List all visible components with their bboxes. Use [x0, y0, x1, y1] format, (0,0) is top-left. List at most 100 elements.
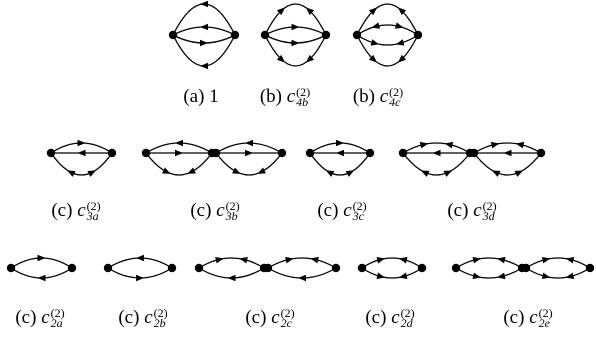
vertex-dot	[321, 30, 331, 40]
vertex-dot	[469, 148, 479, 158]
caption-tag: (c)	[365, 307, 387, 329]
arrow-icon	[345, 167, 356, 177]
caption-tag: (c)	[15, 307, 37, 329]
caption-tag: (c)	[503, 307, 525, 329]
arrow-icon	[255, 167, 266, 177]
propagator-line	[356, 3, 419, 36]
caption-c-2e: (c) c(2)2e	[503, 306, 553, 331]
arrow-icon	[227, 274, 236, 282]
diagram-c-2d	[357, 255, 427, 281]
propagator-line	[50, 152, 113, 176]
diagram-c-2c-left	[194, 255, 269, 282]
diagram-b-4b	[260, 3, 331, 67]
caption-subscript: 4b	[296, 95, 309, 110]
caption-c-2a: (c) c(2)2a	[15, 307, 65, 331]
vertex-dot	[398, 148, 408, 158]
caption-c-2b: (c) c(2)2b	[118, 306, 168, 329]
arrow-icon	[291, 23, 300, 31]
caption-superscript: (2)	[538, 306, 553, 320]
arrow-icon	[503, 149, 512, 157]
vertex-dot	[277, 148, 287, 158]
vertex-dot	[417, 263, 427, 273]
caption-indices: (2)3a	[86, 199, 101, 222]
vertex-dot	[107, 148, 117, 158]
caption-superscript: (2)	[86, 199, 101, 213]
propagator-line	[361, 257, 423, 269]
arrow-icon	[336, 139, 344, 147]
caption-symbol: c	[343, 200, 352, 222]
caption-superscript: (2)	[400, 306, 415, 320]
caption-subscript: 2e	[538, 316, 550, 331]
caption-subscript: 3b	[225, 209, 238, 224]
arrow-icon	[370, 22, 381, 31]
arrow-icon	[245, 139, 253, 147]
propagator-line	[356, 34, 419, 67]
diagram-c-2e-right	[521, 255, 595, 281]
arrow-icon	[175, 139, 183, 147]
caption-symbol: c	[216, 200, 225, 222]
vertex-dot	[260, 30, 270, 40]
caption-indices: (2)3c	[353, 200, 367, 222]
arrow-icon	[490, 167, 501, 177]
arrow-icon	[37, 274, 46, 282]
vertex-dot	[141, 148, 151, 158]
caption-tag: (c)	[447, 200, 469, 222]
caption-value: 1	[209, 86, 219, 107]
arrow-icon	[394, 39, 405, 48]
caption-superscript: (2)	[482, 199, 497, 213]
caption-tag: (c)	[118, 307, 140, 329]
caption-c-3b: (c) c(2)3b	[190, 199, 240, 224]
diagram-c-3b-right	[211, 139, 287, 177]
vertex-dot	[103, 263, 113, 273]
caption-indices: (2)2e	[538, 306, 553, 331]
vertex-dot	[194, 263, 204, 273]
caption-indices: (2)2a	[50, 307, 65, 331]
vertex-dot	[413, 30, 423, 40]
caption-c-2c: (c) c(2)2c	[245, 307, 294, 329]
caption-symbol: c	[77, 200, 86, 222]
caption-c-3a: (c) c(2)3a	[51, 199, 101, 222]
arrow-icon	[200, 62, 208, 70]
propagator-line	[473, 142, 542, 154]
propagator-line	[455, 267, 523, 279]
caption-tag: (b)	[259, 86, 282, 108]
diagram-b-4c	[352, 3, 423, 67]
caption-indices: (2)2b	[153, 306, 168, 329]
propagator-line	[361, 267, 423, 279]
diagram-c-2c-right	[263, 255, 341, 282]
caption-symbol: c	[271, 307, 280, 329]
caption-subscript: 2a	[50, 316, 63, 331]
arrow-icon	[514, 167, 525, 177]
vertex-dot	[536, 148, 546, 158]
propagator-line	[215, 152, 283, 176]
caption-indices: (2)3d	[482, 199, 497, 222]
diagram-c-2a	[6, 254, 77, 282]
arrow-icon	[136, 254, 144, 262]
propagator-line	[356, 24, 419, 36]
vertex-dot	[67, 263, 77, 273]
caption-c-3c: (c) c(2)3c	[317, 200, 367, 222]
caption-superscript: (2)	[153, 306, 168, 320]
arrow-icon	[200, 23, 208, 31]
arrow-icon	[298, 274, 306, 282]
caption-tag: (b)	[352, 86, 375, 108]
caption-superscript: (2)	[225, 199, 240, 213]
caption-indices: (2)4c	[389, 85, 404, 108]
caption-indices: (2)3b	[225, 199, 240, 224]
caption-tag: (c)	[317, 200, 339, 222]
arrow-icon	[336, 149, 344, 157]
arrow-icon	[77, 149, 86, 157]
arrow-icon	[394, 22, 405, 31]
arrow-icon	[87, 167, 98, 177]
caption-symbol: c	[379, 86, 389, 108]
propagator-line	[525, 267, 591, 279]
arrow-icon	[200, 0, 208, 8]
arrow-icon	[200, 39, 208, 47]
vertex-dot	[211, 148, 221, 158]
propagator-line	[309, 152, 371, 176]
propagator-line	[356, 34, 419, 46]
vertex-dot	[230, 30, 240, 40]
arrow-icon	[65, 167, 76, 177]
caption-superscript: (2)	[389, 85, 404, 99]
